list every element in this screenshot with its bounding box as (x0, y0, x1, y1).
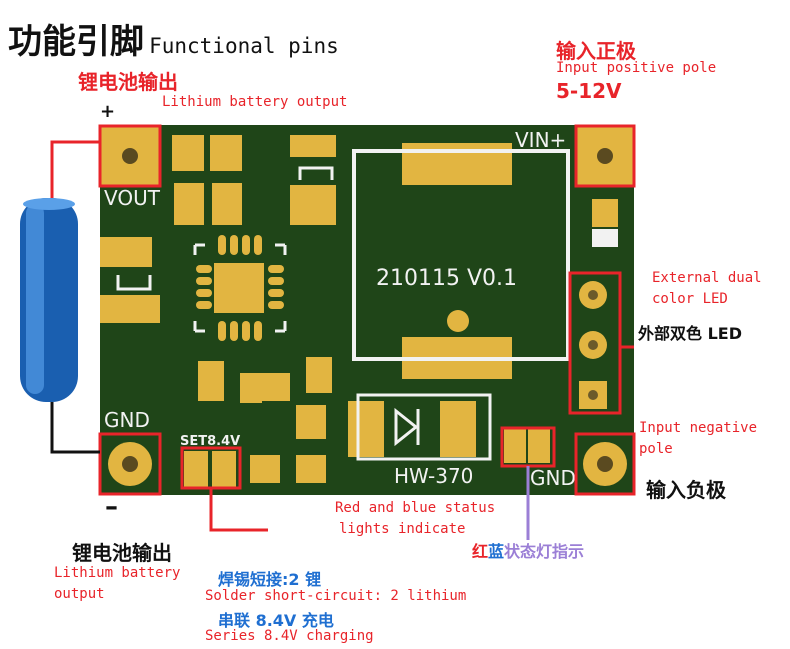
ic-thermal-pad (214, 263, 264, 313)
smd-pad (100, 295, 160, 323)
status-lights-label-en: Red and blue status lights indicate (335, 498, 495, 540)
silk-vin: VIN+ (515, 128, 566, 152)
series-label-cn: 串联 8.4V 充电 (218, 611, 334, 630)
smd-pad (290, 135, 336, 157)
external-led-en-line1: External dual (652, 270, 762, 286)
input-negative-en-line2: pole (639, 441, 673, 457)
status-led-highlight (500, 426, 556, 468)
smd-pad (260, 373, 290, 401)
lithium-bottom-label-cn: 锂电池输出 (72, 541, 172, 565)
led-highlight (568, 271, 622, 415)
white-pad (592, 229, 618, 247)
status-blue-text: 蓝 (488, 542, 505, 561)
smd-pad (296, 405, 326, 439)
input-negative-label-en: Input negative pole (639, 418, 757, 460)
external-led-en-line2: color LED (652, 291, 728, 307)
smd-pad (100, 237, 152, 267)
solder-jumper-pad (184, 451, 208, 487)
smd-pad (250, 455, 280, 483)
smd-pad (198, 361, 224, 401)
status-lights-label-cn: 红蓝状态灯指示 (472, 538, 584, 562)
diode-pad (348, 401, 384, 457)
smd-pad (210, 135, 242, 171)
smd-pad (172, 135, 204, 171)
lithium-bottom-en-line1: Lithium battery (54, 565, 181, 581)
fiducial-dot (447, 310, 469, 332)
title-cn: 功能引脚 (8, 22, 144, 62)
pcb-artwork: VIN+ VOUT GND GND SET8.4V 210115 V0.1 HW… (100, 128, 622, 490)
title-en: Functional pins (149, 34, 339, 58)
battery-icon (20, 198, 78, 402)
status-lights-en-line2: lights indicate (339, 521, 466, 537)
smd-pad (212, 183, 242, 225)
lithium-top-label-cn: 锂电池输出 (78, 70, 178, 94)
diode-pad (440, 401, 476, 457)
pcb-board: VIN+ VOUT GND GND SET8.4V 210115 V0.1 HW… (100, 125, 634, 495)
smd-pad (296, 455, 326, 483)
silk-model: HW-370 (394, 464, 473, 488)
vin-pad (574, 124, 636, 188)
plus-sign: + (100, 101, 116, 122)
silk-gnd-left: GND (104, 408, 150, 432)
external-led-label-en: External dual color LED (652, 268, 762, 310)
minus-sign: – (105, 492, 118, 522)
status-led-pad (504, 429, 526, 463)
silk-version: 210115 V0.1 (376, 266, 517, 291)
voltage-range: 5-12V (556, 79, 622, 103)
status-lights-en-line1: Red and blue status (335, 500, 496, 516)
smd-pad (174, 183, 204, 225)
silk-set: SET8.4V (180, 434, 240, 449)
lithium-bottom-en-line2: output (54, 586, 105, 602)
solder-label-en: Solder short-circuit: 2 lithium (205, 588, 467, 604)
input-positive-label-cn: 输入正极 (556, 39, 636, 63)
lithium-top-label-en: Lithium battery output (162, 94, 348, 110)
external-led-label-cn: 外部双色 LED (638, 324, 742, 343)
smd-pad (290, 185, 336, 225)
solder-label-cn: 焊锡短接:2 锂 (218, 570, 322, 589)
silk-gnd-right: GND (530, 466, 576, 490)
smd-pad (592, 199, 618, 227)
input-negative-label-cn: 输入负极 (646, 478, 726, 502)
status-led-pad (528, 429, 550, 463)
lithium-bottom-label-en: Lithium battery output (54, 563, 180, 605)
jumper-highlight (180, 446, 242, 490)
silk-vout: VOUT (104, 186, 161, 210)
input-positive-label-en: Input positive pole (556, 60, 717, 76)
diode-symbol (356, 393, 492, 461)
smd-pad (306, 357, 332, 393)
series-label-en: Series 8.4V charging (205, 628, 374, 644)
solder-jumper-pad (212, 451, 236, 487)
page-title: 功能引脚 Functional pins (8, 14, 339, 63)
input-negative-en-line1: Input negative (639, 420, 758, 436)
inductor-outline (352, 149, 570, 361)
smd-pad (240, 373, 262, 403)
status-rest-text: 状态灯指示 (504, 542, 585, 561)
status-red-text: 红 (472, 542, 489, 561)
